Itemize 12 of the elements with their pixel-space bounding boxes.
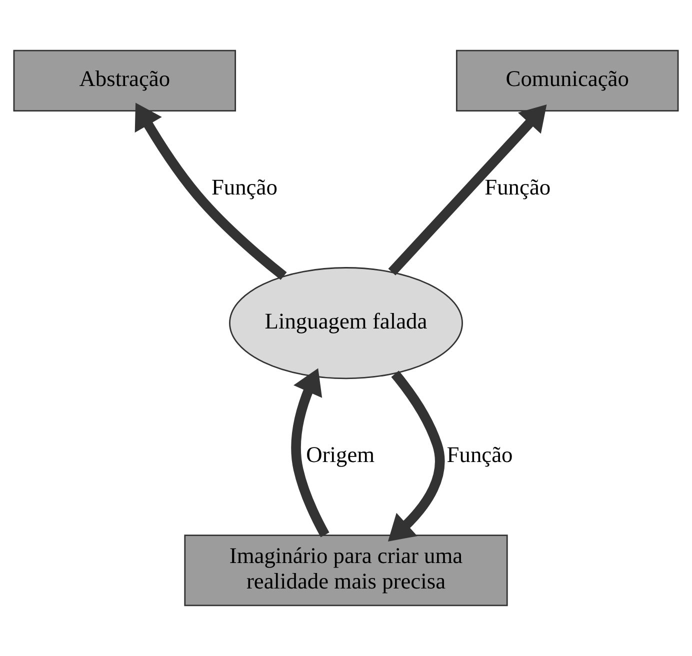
- edge-label: Função: [446, 442, 513, 468]
- node-box: Comunicação: [456, 50, 679, 112]
- node-box: Imaginário para criar uma realidade mais precisa: [184, 534, 508, 606]
- node-box: Abstração: [13, 50, 236, 112]
- arrow: [291, 368, 330, 538]
- edge-label: Origem: [306, 442, 375, 468]
- arrow: [388, 104, 547, 276]
- edge-label: Função: [211, 174, 278, 200]
- arrow: [134, 102, 287, 280]
- arrow: [388, 370, 445, 542]
- edge-label: Função: [484, 174, 551, 200]
- node-ellipse: Linguagem falada: [229, 267, 463, 380]
